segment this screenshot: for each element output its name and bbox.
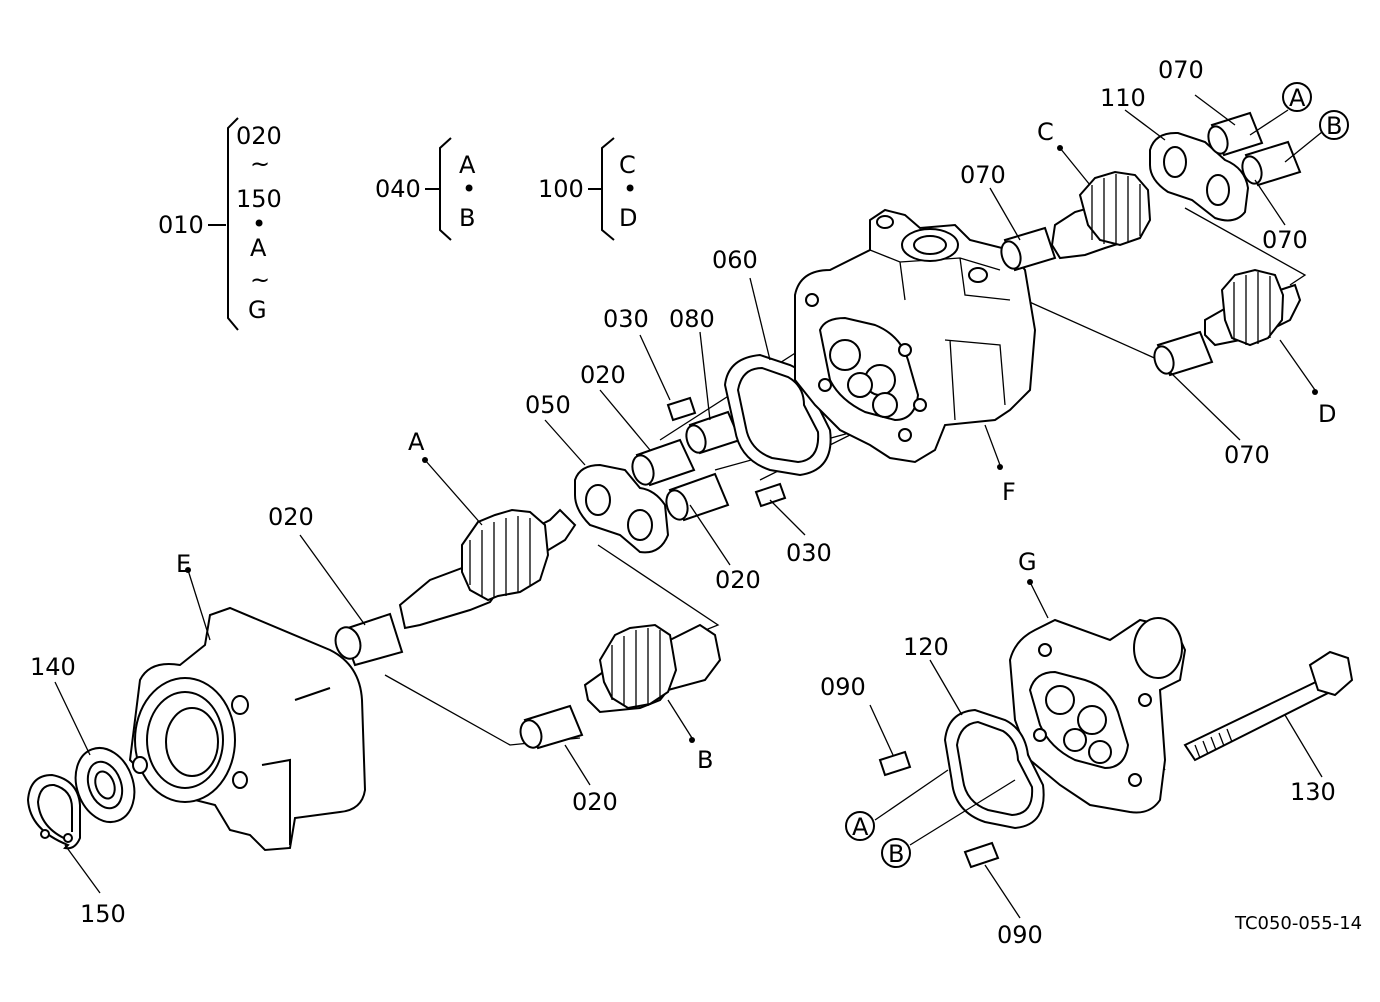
label-F: F bbox=[1002, 478, 1016, 506]
label-150: 150 bbox=[80, 900, 126, 928]
label-070-right: 070 bbox=[1262, 226, 1308, 254]
label-120: 120 bbox=[903, 633, 949, 661]
circle-B-bottom: B bbox=[881, 838, 911, 868]
label-020-b: 020 bbox=[715, 566, 761, 594]
bushing-020-center-lower bbox=[665, 472, 730, 522]
label-030-bot: 030 bbox=[786, 539, 832, 567]
legend-100-code: 100 bbox=[538, 175, 584, 203]
label-070-low: 070 bbox=[1224, 441, 1270, 469]
bearing-080 bbox=[685, 410, 742, 455]
label-030-top: 030 bbox=[603, 305, 649, 333]
circle-B-top-text: B bbox=[1326, 112, 1342, 140]
label-140: 140 bbox=[30, 653, 76, 681]
legend-010-item-1: 020 bbox=[236, 122, 282, 150]
legend-100-item-3: D bbox=[619, 204, 637, 232]
bushing-070-low bbox=[1153, 330, 1214, 377]
bushing-070-right bbox=[1241, 140, 1302, 187]
label-E: E bbox=[176, 550, 191, 578]
label-060: 060 bbox=[712, 246, 758, 274]
circle-A-bottom: A bbox=[845, 811, 875, 841]
label-130: 130 bbox=[1290, 778, 1336, 806]
label-A: A bbox=[408, 428, 425, 456]
bushing-020-center-upper bbox=[631, 438, 696, 487]
label-080: 080 bbox=[669, 305, 715, 333]
pump-body-F bbox=[794, 208, 1037, 464]
label-C: C bbox=[1037, 118, 1054, 146]
legend-010-item-5: A bbox=[250, 234, 267, 262]
label-050: 050 bbox=[525, 391, 571, 419]
gear-D bbox=[1204, 268, 1302, 347]
label-020-bot: 020 bbox=[572, 788, 618, 816]
bushing-020-left bbox=[334, 612, 404, 667]
gasket-120 bbox=[943, 708, 1045, 830]
bushing-070-top bbox=[1207, 111, 1264, 157]
label-110: 110 bbox=[1100, 84, 1146, 112]
legend-040-item-2: • bbox=[462, 175, 476, 203]
circle-A-top-text: A bbox=[1289, 84, 1306, 112]
label-020-left: 020 bbox=[268, 503, 314, 531]
label-090-top: 090 bbox=[820, 673, 866, 701]
legend-100-item-2: • bbox=[623, 175, 637, 203]
label-G: G bbox=[1018, 548, 1037, 576]
legend-100-item-1: C bbox=[619, 151, 636, 179]
label-B: B bbox=[697, 746, 713, 774]
legend-040-code: 040 bbox=[375, 175, 421, 203]
label-070-mid: 070 bbox=[960, 161, 1006, 189]
pin-090-upper bbox=[878, 750, 912, 777]
bushing-070-mid bbox=[1000, 226, 1057, 272]
circle-B-top: B bbox=[1319, 110, 1349, 140]
front-cover-E bbox=[128, 606, 367, 852]
pin-030-upper bbox=[666, 396, 697, 422]
part-labels: 070 110 C 070 070 A B 060 030 080 020 05… bbox=[30, 56, 1362, 949]
bushing-020-bottom bbox=[519, 704, 584, 750]
rear-cover-G bbox=[1008, 617, 1187, 814]
legend-010-item-3: 150 bbox=[236, 185, 282, 213]
legend-010-item-4: • bbox=[252, 210, 266, 238]
circle-A-top: A bbox=[1282, 82, 1312, 112]
leader-lines bbox=[54, 94, 1323, 919]
snap-ring-150 bbox=[26, 773, 81, 850]
circle-B-bottom-text: B bbox=[888, 840, 904, 868]
side-plate-050 bbox=[574, 463, 670, 554]
gear-C bbox=[1050, 170, 1152, 260]
legend-010-item-2: ~ bbox=[250, 150, 270, 178]
driven-gear-B bbox=[583, 623, 722, 714]
legend-group-010: 010 020 ~ 150 • A ~ G bbox=[158, 117, 282, 331]
legend-040-item-1: A bbox=[459, 151, 476, 179]
legend-010-code: 010 bbox=[158, 211, 204, 239]
legend-010-item-7: G bbox=[248, 296, 267, 324]
legend-040-item-3: B bbox=[459, 204, 475, 232]
pin-030-lower bbox=[754, 482, 787, 508]
label-090-bot: 090 bbox=[997, 921, 1043, 949]
drive-gear-shaft-A bbox=[398, 508, 577, 630]
label-070-top: 070 bbox=[1158, 56, 1204, 84]
legend-010-item-6: ~ bbox=[250, 266, 270, 294]
drawing-code: TC050-055-14 bbox=[1234, 913, 1362, 934]
legend-group-040: 040 A • B bbox=[375, 137, 476, 241]
side-plate-110 bbox=[1149, 131, 1250, 222]
pin-090-lower bbox=[963, 841, 1000, 869]
label-020-a: 020 bbox=[580, 361, 626, 389]
circle-A-bottom-text: A bbox=[852, 813, 869, 841]
legend-group-100: 100 C • D bbox=[538, 137, 637, 241]
leader-dots bbox=[185, 145, 1318, 743]
bolt-130 bbox=[1183, 650, 1354, 762]
label-D: D bbox=[1318, 400, 1336, 428]
